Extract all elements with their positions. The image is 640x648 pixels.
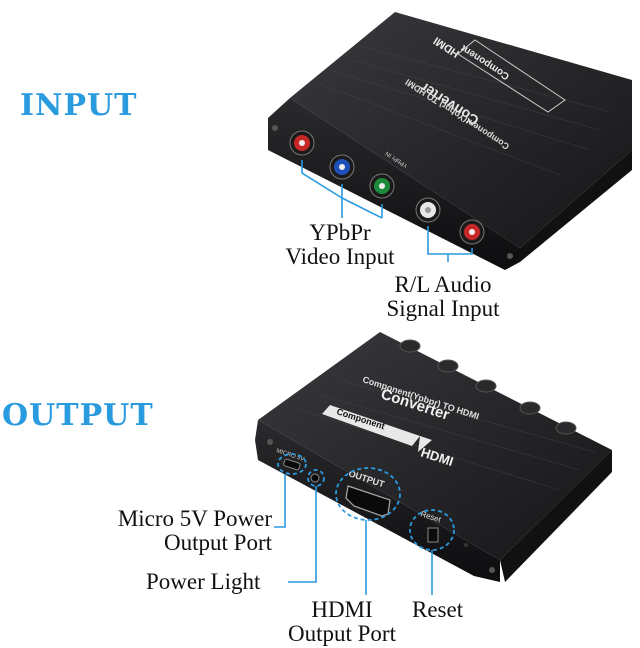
jack-audio-red [459, 219, 485, 245]
ypbpr-line2: Video Input [285, 244, 395, 269]
power-light-text: Power Light [146, 569, 261, 594]
ypbpr-callout-lines [301, 160, 383, 219]
micro-line2: Output Port [164, 530, 272, 555]
audio-line1: R/L Audio [394, 272, 492, 297]
audio-callout-lines [427, 226, 473, 262]
power-light [310, 473, 320, 483]
hdmi-line2: Output Port [288, 621, 396, 646]
hdmi-port-highlight [335, 467, 401, 521]
output-callout-lines [274, 474, 433, 595]
jack-y-green [369, 173, 395, 199]
reset-text: Reset [412, 597, 464, 622]
audio-line2: Signal Input [386, 296, 500, 321]
micro-usb-port [283, 458, 301, 471]
ypbpr-line1: YPbPr [309, 220, 371, 245]
reset-button [427, 527, 439, 543]
output-side-device: Component(Ypbpr) TO HDMI Converter Compo… [255, 332, 612, 582]
power-light-label: Power Light [146, 570, 260, 594]
ypbpr-video-input-label: YPbPr Video Input [270, 221, 410, 269]
jack-audio-white [415, 197, 441, 223]
micro-port-highlight [277, 453, 307, 475]
micro-line1: Micro 5V Power [117, 506, 272, 531]
hdmi-port [345, 485, 391, 517]
audio-input-label: R/L Audio Signal Input [368, 273, 518, 321]
power-light-highlight [307, 469, 325, 487]
hdmi-output-label: HDMI Output Port [272, 598, 412, 646]
output-heading: OUTPUT [2, 398, 154, 433]
reset-highlight [409, 509, 455, 551]
input-side-device: Component HDMI Converter Component(Ypbpr… [268, 12, 632, 270]
hdmi-line1: HDMI [311, 597, 373, 622]
input-heading: INPUT [20, 88, 138, 123]
jack-pr-red [289, 130, 315, 156]
micro-5v-label: Micro 5V Power Output Port [90, 507, 272, 555]
jack-pb-blue [329, 154, 355, 180]
reset-label: Reset [412, 598, 463, 622]
